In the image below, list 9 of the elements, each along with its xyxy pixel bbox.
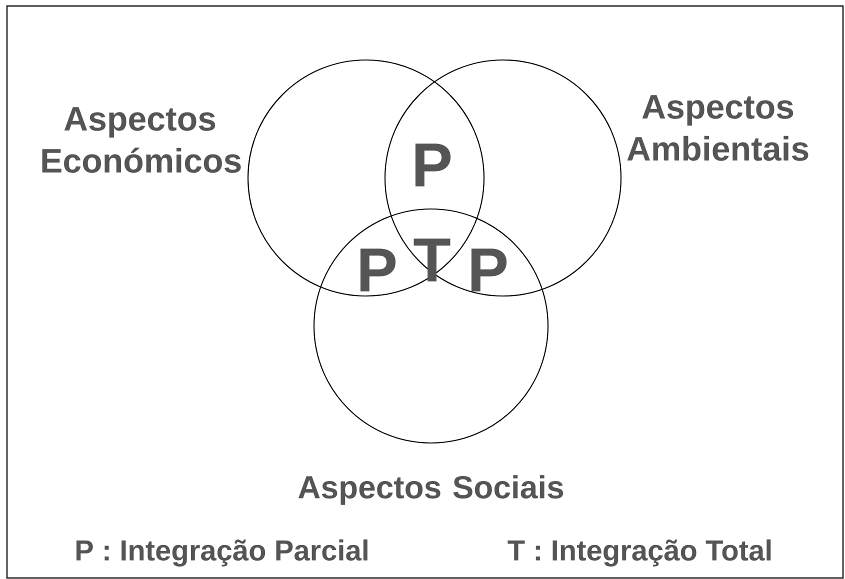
legend-text: T : Integração Total (508, 539, 771, 567)
circle-caption: Aspectos Ambientais (627, 95, 808, 161)
venn-circle (313, 208, 549, 444)
region-letter: P (471, 248, 507, 292)
legend-text: P : Integração Parcial (76, 539, 368, 567)
circle-caption: Aspectos Económicos (42, 107, 241, 173)
region-letter: P (415, 144, 451, 186)
region-letter: P (360, 248, 396, 292)
circle-caption: Aspectos Sociais (298, 475, 564, 505)
